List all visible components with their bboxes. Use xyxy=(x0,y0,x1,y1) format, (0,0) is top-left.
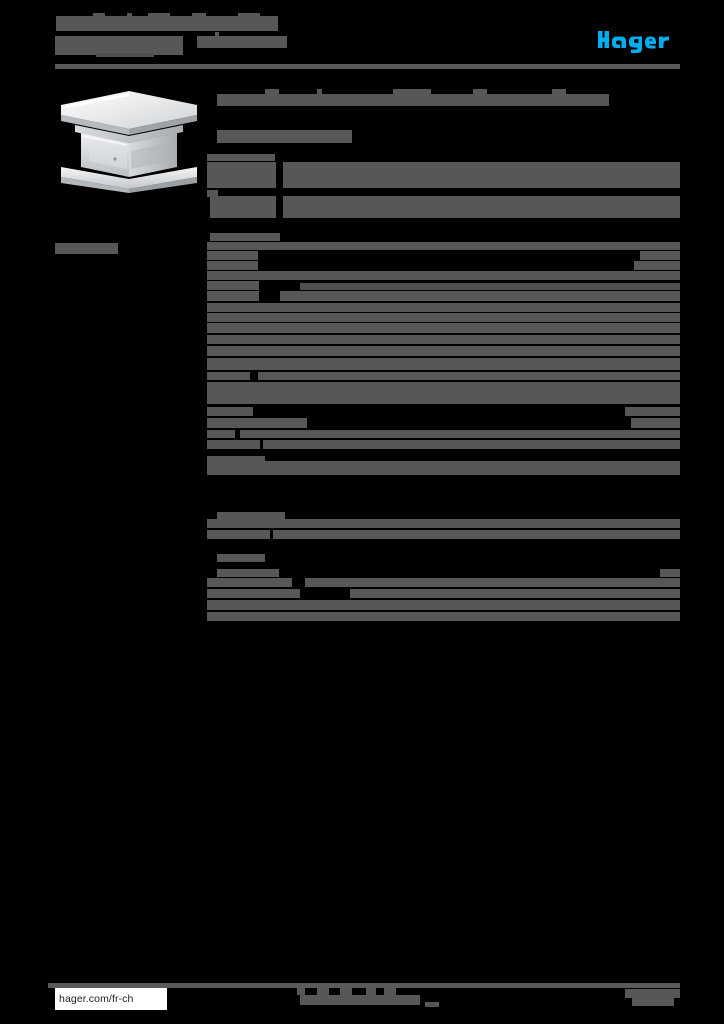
row-value xyxy=(283,196,680,218)
row-name-2 xyxy=(210,313,320,322)
product-image xyxy=(55,85,203,195)
row-value xyxy=(278,335,680,344)
main-heading-asc-d xyxy=(473,89,487,94)
footer-center-asc-a xyxy=(297,988,305,995)
page-title-line1-tick-b xyxy=(127,13,132,17)
page-title-line2 xyxy=(55,36,183,55)
row-value xyxy=(258,372,680,380)
row-value xyxy=(634,261,680,270)
row-name-2 xyxy=(210,303,280,312)
row-name-2 xyxy=(210,251,258,260)
footer-center-asc-c xyxy=(340,988,352,995)
row-name-2 xyxy=(210,242,258,250)
row-value xyxy=(259,271,680,280)
row-name-2 xyxy=(210,440,260,449)
footer-page-number-2 xyxy=(632,996,674,1006)
row-row-band xyxy=(207,461,680,475)
row-name xyxy=(207,358,263,370)
page-title-line1-tick-c xyxy=(148,13,170,17)
row-name-2 xyxy=(210,335,278,344)
row-value xyxy=(258,242,680,250)
header-divider xyxy=(55,64,680,69)
footer-url[interactable]: hager.com/fr-ch xyxy=(55,988,167,1010)
row-name xyxy=(207,600,347,610)
main-heading-asc-e xyxy=(552,89,566,94)
row-name xyxy=(207,271,259,280)
spec-section-2-label xyxy=(210,233,280,241)
row-name xyxy=(207,190,218,197)
row-value xyxy=(640,251,680,260)
row-value xyxy=(263,358,680,370)
row-name xyxy=(217,569,279,577)
row-name xyxy=(207,519,267,528)
row-name-2 xyxy=(210,418,307,428)
row-value xyxy=(660,569,680,577)
main-heading-asc-b xyxy=(317,89,322,94)
row-value xyxy=(280,291,680,301)
row-value xyxy=(625,407,680,416)
row-name-2 xyxy=(210,346,320,356)
row-value xyxy=(273,530,680,539)
row-value xyxy=(631,418,680,428)
row-value xyxy=(347,600,680,610)
row-name xyxy=(207,291,259,301)
page-title-line1 xyxy=(56,16,278,31)
row-name xyxy=(207,162,276,188)
row-name xyxy=(207,456,265,463)
row-name-2 xyxy=(210,261,258,270)
footer-center-text xyxy=(300,995,420,1005)
hager-logo xyxy=(597,29,677,53)
footer-center-asc-d xyxy=(366,988,376,995)
footer-url-text: hager.com/fr-ch xyxy=(59,993,134,1005)
row-value xyxy=(320,313,680,322)
row-name xyxy=(207,578,292,587)
footer-center-asc-b xyxy=(317,988,329,995)
page-title-line1-tick-e xyxy=(238,13,260,17)
main-subheading xyxy=(217,130,352,143)
row-value xyxy=(320,346,680,356)
row-value xyxy=(263,440,680,449)
sidebar-label xyxy=(55,243,118,254)
footer-page-number xyxy=(625,989,680,998)
spec-section-1-label xyxy=(207,154,275,161)
row-name xyxy=(207,589,300,598)
header-subtitle-dot xyxy=(215,32,219,36)
row-name-2 xyxy=(210,372,250,380)
row-name xyxy=(207,323,267,333)
row-value xyxy=(300,283,680,290)
page-title-line2-descender xyxy=(96,53,154,57)
footer-divider xyxy=(48,983,680,988)
row-name-2 xyxy=(210,430,235,438)
header-subtitle xyxy=(197,36,287,48)
row-name xyxy=(207,281,259,290)
row-value xyxy=(267,519,680,528)
page-title-line1-tick-d xyxy=(192,13,206,17)
row-name-2 xyxy=(210,407,253,416)
row-value xyxy=(240,430,680,438)
row-value xyxy=(257,382,680,404)
row-name xyxy=(207,382,257,404)
row-value xyxy=(350,589,680,598)
page-title-line1-tick-a xyxy=(93,13,105,17)
row-band xyxy=(207,612,680,621)
footer-center-desc xyxy=(425,1002,439,1007)
row-value xyxy=(280,303,680,312)
row-name xyxy=(207,530,270,539)
main-heading-asc-c xyxy=(393,89,431,94)
footer-center-asc-e xyxy=(384,988,396,995)
row-value xyxy=(305,578,680,587)
spec-section-3-label xyxy=(217,512,285,521)
row-name-2 xyxy=(210,196,276,218)
main-heading xyxy=(217,94,609,106)
main-heading-asc-a xyxy=(265,89,279,94)
row-value xyxy=(283,162,680,188)
row-value xyxy=(267,323,680,333)
spec-section-4-label xyxy=(217,554,265,562)
